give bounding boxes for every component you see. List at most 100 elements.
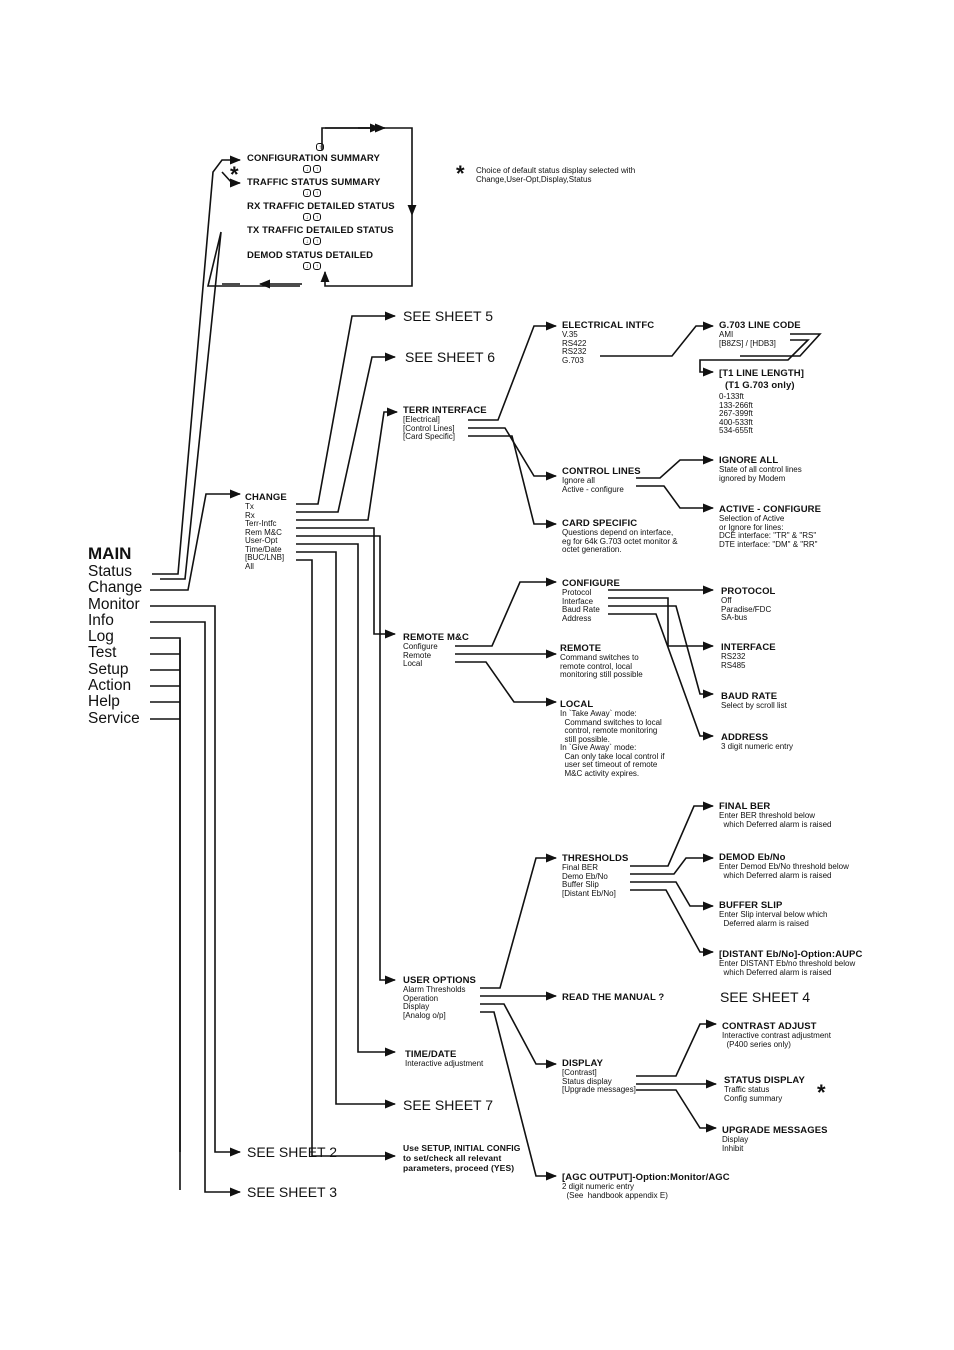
remote-mc-title: REMOTE M&C [403,632,469,643]
configure-address[interactable]: Address [562,613,592,623]
local-desc-4: still possible. [560,734,610,744]
up-down-keys-icon: ↓↑ [303,237,323,245]
status-item-rx-traffic-detailed[interactable]: RX TRAFFIC DETAILED STATUS [247,201,395,212]
card-specific-title: CARD SPECIFIC [562,518,638,529]
main-item-status[interactable]: Status [88,563,132,580]
local-desc-1: In `Take Away` mode: [560,709,637,718]
contrast-adjust-panel: CONTRAST ADJUST Interactive contrast adj… [722,1021,831,1049]
change-item-rem-mc[interactable]: Rem M&C [245,527,282,537]
thresholds-final-ber[interactable]: Final BER [562,863,599,872]
see-sheet-5[interactable]: SEE SHEET 5 [403,308,494,324]
ignore-all-panel: IGNORE ALL State of all control lines ig… [719,455,802,483]
user-options-analog-op[interactable]: [Analog o/p] [403,1010,446,1020]
terr-item-card-specific[interactable]: [Card Specific] [403,432,456,441]
active-configure-desc-3: DCE interface: "TR" & "RS" [719,531,817,540]
main-item-log[interactable]: Log [88,628,114,645]
configure-protocol[interactable]: Protocol [562,588,592,597]
upgrade-messages-display[interactable]: Display [722,1135,749,1144]
up-down-keys-icon: ↓↑ [303,189,323,197]
main-item-setup[interactable]: Setup [88,661,129,678]
configure-interface[interactable]: Interface [562,596,594,606]
change-item-terr-intfc[interactable]: Terr-Intfc [245,519,277,528]
electrical-item-g703[interactable]: G.703 [562,355,584,365]
see-sheet-7[interactable]: SEE SHEET 7 [403,1097,494,1113]
electrical-item-rs232[interactable]: RS232 [562,347,587,356]
interface-rs485[interactable]: RS485 [721,660,746,670]
change-item-buc-lnb[interactable]: [BUC/LNB] [245,553,285,562]
change-item-tx[interactable]: Tx [245,502,254,511]
g703-line-code-title: G.703 LINE CODE [719,320,801,331]
terr-interface-menu: TERR INTERFACE [Electrical] [Control Lin… [403,405,487,442]
display-contrast[interactable]: [Contrast] [562,1068,597,1077]
main-item-test[interactable]: Test [88,644,117,661]
main-item-monitor[interactable]: Monitor [88,596,140,613]
terr-item-control-lines[interactable]: [Control Lines] [403,423,455,433]
remote-mc-menu: REMOTE M&C Configure Remote Local [403,632,469,669]
configure-baud-rate[interactable]: Baud Rate [562,605,600,614]
user-options-alarm-thresholds[interactable]: Alarm Thresholds [403,985,466,994]
main-item-service[interactable]: Service [88,710,140,727]
card-specific-panel: CARD SPECIFIC Questions depend on interf… [562,518,678,555]
display-upgrade-messages[interactable]: [Upgrade messages] [562,1085,636,1094]
change-title: CHANGE [245,492,287,503]
note-line-1: Choice of default status display selecte… [476,166,636,175]
all-note-line-2: to set/check all relevant [403,1153,502,1163]
status-item-configuration-summary[interactable]: CONFIGURATION SUMMARY [247,153,380,164]
t1-length-534-655[interactable]: 534-655ft [719,426,753,435]
ignore-all-desc-1: State of all control lines [719,465,802,474]
control-lines-menu: CONTROL LINES Ignore all Active - config… [562,466,641,494]
protocol-paradise-fdc[interactable]: Paradise/FDC [721,604,772,614]
distant-ebno-title: [DISTANT Eb/No]-Option:AUPC [719,949,863,960]
electrical-item-rs422[interactable]: RS422 [562,338,587,348]
protocol-off[interactable]: Off [721,596,732,605]
see-sheet-6[interactable]: SEE SHEET 6 [405,349,496,365]
remote-mc-local[interactable]: Local [403,659,423,668]
read-the-manual[interactable]: READ THE MANUAL ? [562,992,665,1003]
terr-item-electrical[interactable]: [Electrical] [403,415,440,424]
main-item-change[interactable]: Change [88,579,143,596]
status-item-demod-status-detailed[interactable]: DEMOD STATUS DETAILED [247,250,374,261]
protocol-sa-bus[interactable]: SA-bus [721,613,748,622]
t1-line-length-menu: [T1 LINE LENGTH] (T1 G.703 only) 0-133ft… [719,368,804,436]
upgrade-messages-inhibit[interactable]: Inhibit [722,1143,744,1153]
remote-desc-2: remote control, local [560,661,633,671]
see-sheet-3[interactable]: SEE SHEET 3 [247,1184,338,1200]
change-item-time-date[interactable]: Time/Date [245,544,282,554]
t1-length-267-399[interactable]: 267-399ft [719,409,753,418]
t1-line-length-title: [T1 LINE LENGTH] [719,368,804,379]
t1-length-0-133[interactable]: 0-133ft [719,392,744,401]
main-item-info[interactable]: Info [88,612,114,629]
change-item-all[interactable]: All [245,561,254,571]
user-options-display[interactable]: Display [403,1002,430,1011]
main-item-action[interactable]: Action [88,677,132,694]
remote-mc-remote[interactable]: Remote [403,650,432,660]
status-display-traffic[interactable]: Traffic status [724,1085,770,1094]
display-status-display[interactable]: Status display [562,1076,612,1086]
thresholds-distant-ebno[interactable]: [Distant Eb/No] [562,888,616,898]
line-code-b8zs-hdb3[interactable]: [B8ZS] / [HDB3] [719,338,776,348]
line-code-ami[interactable]: AMI [719,330,734,339]
default-display-star-icon: * [230,162,239,187]
status-item-tx-traffic-detailed[interactable]: TX TRAFFIC DETAILED STATUS [247,225,394,236]
control-lines-active-configure[interactable]: Active - configure [562,484,624,494]
see-sheet-4[interactable]: SEE SHEET 4 [720,989,811,1005]
see-sheet-2[interactable]: SEE SHEET 2 [247,1144,338,1160]
change-item-user-opt[interactable]: User-Opt [245,536,278,545]
t1-length-133-266[interactable]: 133-266ft [719,400,753,410]
interface-rs232[interactable]: RS232 [721,652,746,661]
user-options-operation[interactable]: Operation [403,993,439,1003]
change-item-rx[interactable]: Rx [245,510,255,520]
thresholds-demo-ebno[interactable]: Demo Eb/No [562,871,608,881]
buffer-slip-desc-1: Enter Slip interval below which [719,910,828,919]
remote-mc-configure[interactable]: Configure [403,642,438,651]
thresholds-buffer-slip[interactable]: Buffer Slip [562,880,599,889]
main-item-help[interactable]: Help [88,693,120,710]
control-lines-ignore-all[interactable]: Ignore all [562,476,595,485]
status-item-traffic-status-summary[interactable]: TRAFFIC STATUS SUMMARY [247,177,381,188]
final-ber-desc-1: Enter BER threshold below [719,811,816,820]
contrast-adjust-title: CONTRAST ADJUST [722,1021,817,1032]
t1-length-400-533[interactable]: 400-533ft [719,417,753,427]
status-display-config[interactable]: Config summary [724,1093,783,1103]
electrical-item-v35[interactable]: V.35 [562,330,578,339]
